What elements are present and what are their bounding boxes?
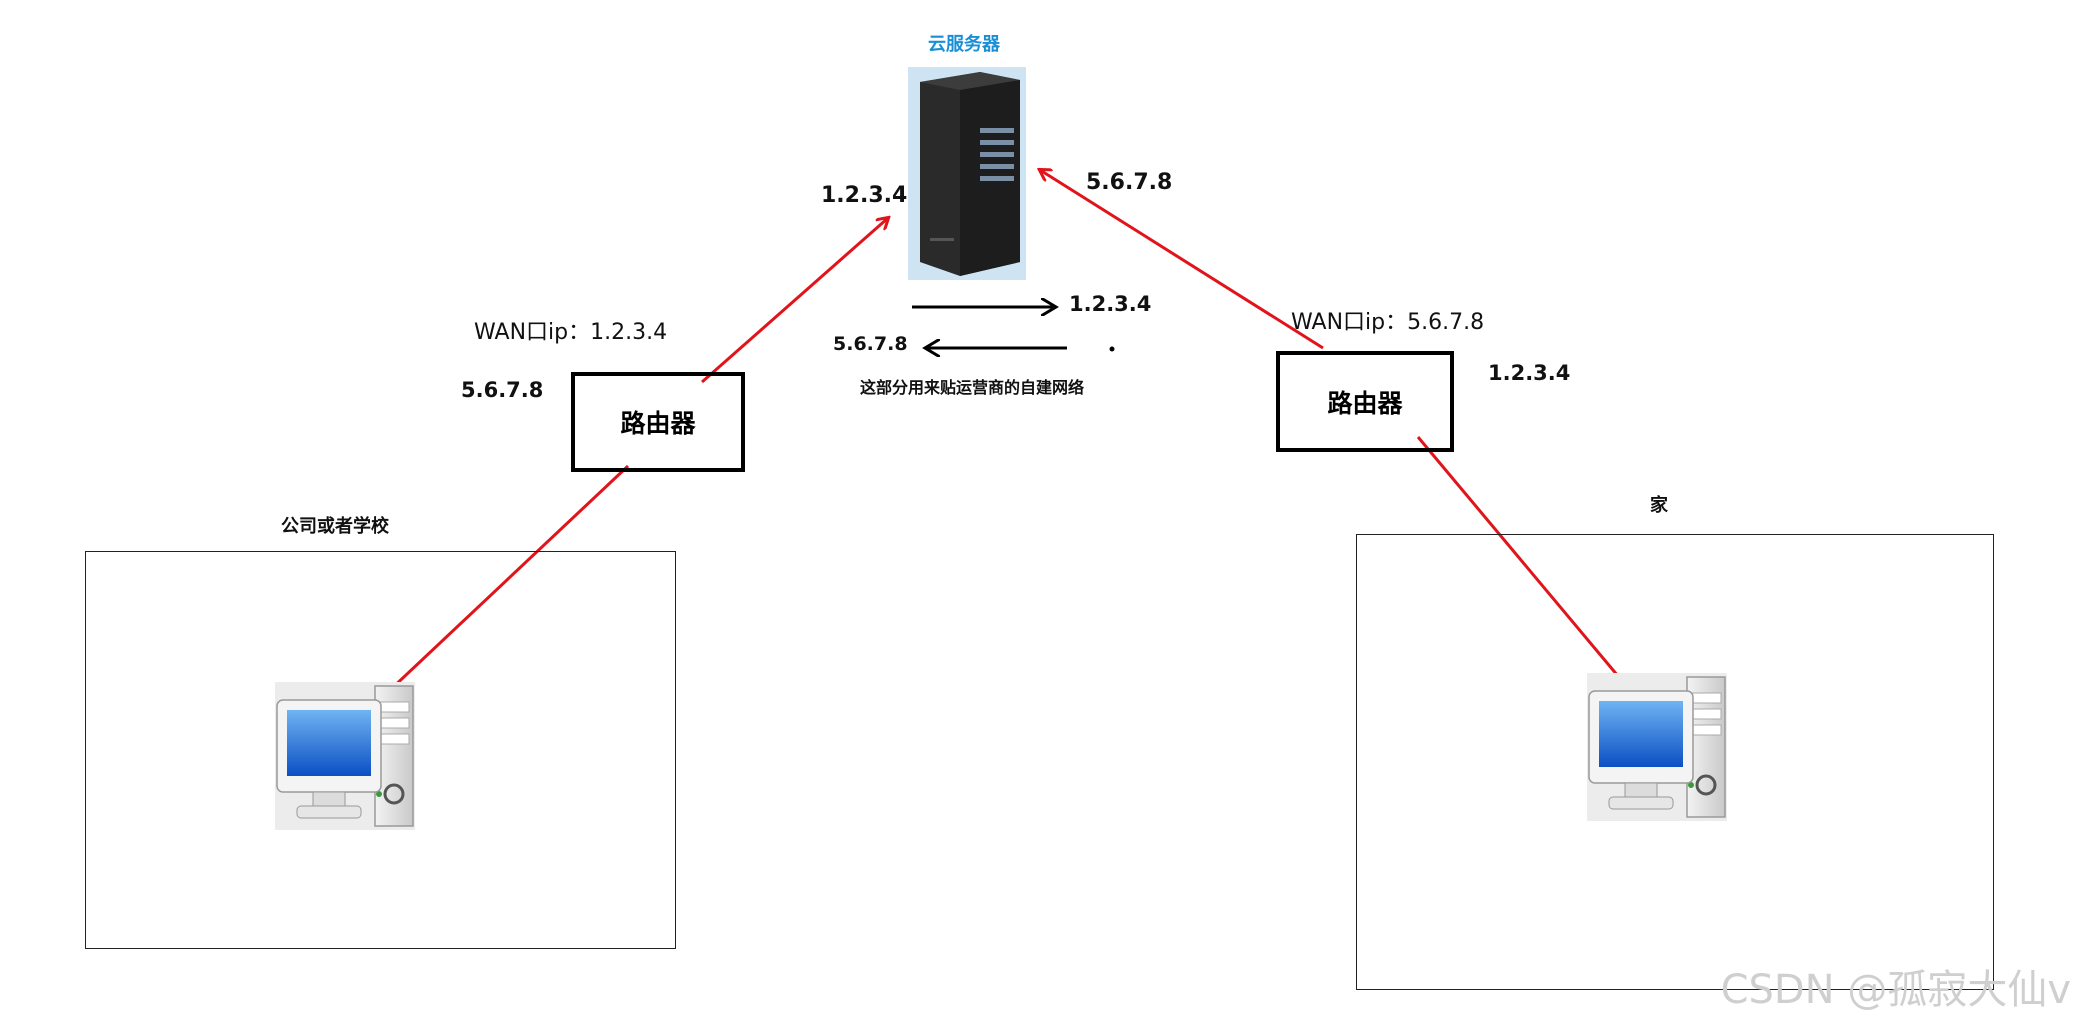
left-router: 路由器 [571,372,745,472]
server-title: 云服务器 [928,34,1000,55]
left-router-label: 路由器 [620,409,696,438]
right-extra-ip: 1.2.3.4 [1488,361,1571,385]
server-ip-left: 1.2.3.4 [821,183,908,208]
link-right-router-to-server [1040,170,1324,350]
middle-note: 这部分用来贴运营商的自建网络 [860,378,1085,397]
dot-mark [1109,346,1115,352]
arrow-right-ip: 1.2.3.4 [1069,292,1152,316]
home-room [1356,534,1994,990]
left-extra-ip: 5.6.7.8 [461,378,544,402]
office-school-room [85,551,676,949]
right-room-label: 家 [1650,495,1668,516]
left-wan-label: WAN口ip：1.2.3.4 [474,320,668,345]
right-router-label: 路由器 [1327,388,1403,418]
watermark: CSDN @孤寂大仙v [1720,967,2071,1013]
link-left-pc-to-router [370,464,630,709]
link-right-pc-to-router [1416,436,1620,677]
desktop-computer-icon [275,682,415,830]
server-ip-right: 5.6.7.8 [1086,170,1173,195]
arrow-left-ip: 5.6.7.8 [833,333,908,355]
right-router: 路由器 [1276,351,1454,452]
desktop-computer-icon [1587,673,1727,821]
server-tower-icon [908,67,1026,280]
right-wan-label: WAN口ip：5.6.7.8 [1291,310,1485,335]
left-room-label: 公司或者学校 [281,516,389,537]
link-left-router-to-server [701,218,888,384]
